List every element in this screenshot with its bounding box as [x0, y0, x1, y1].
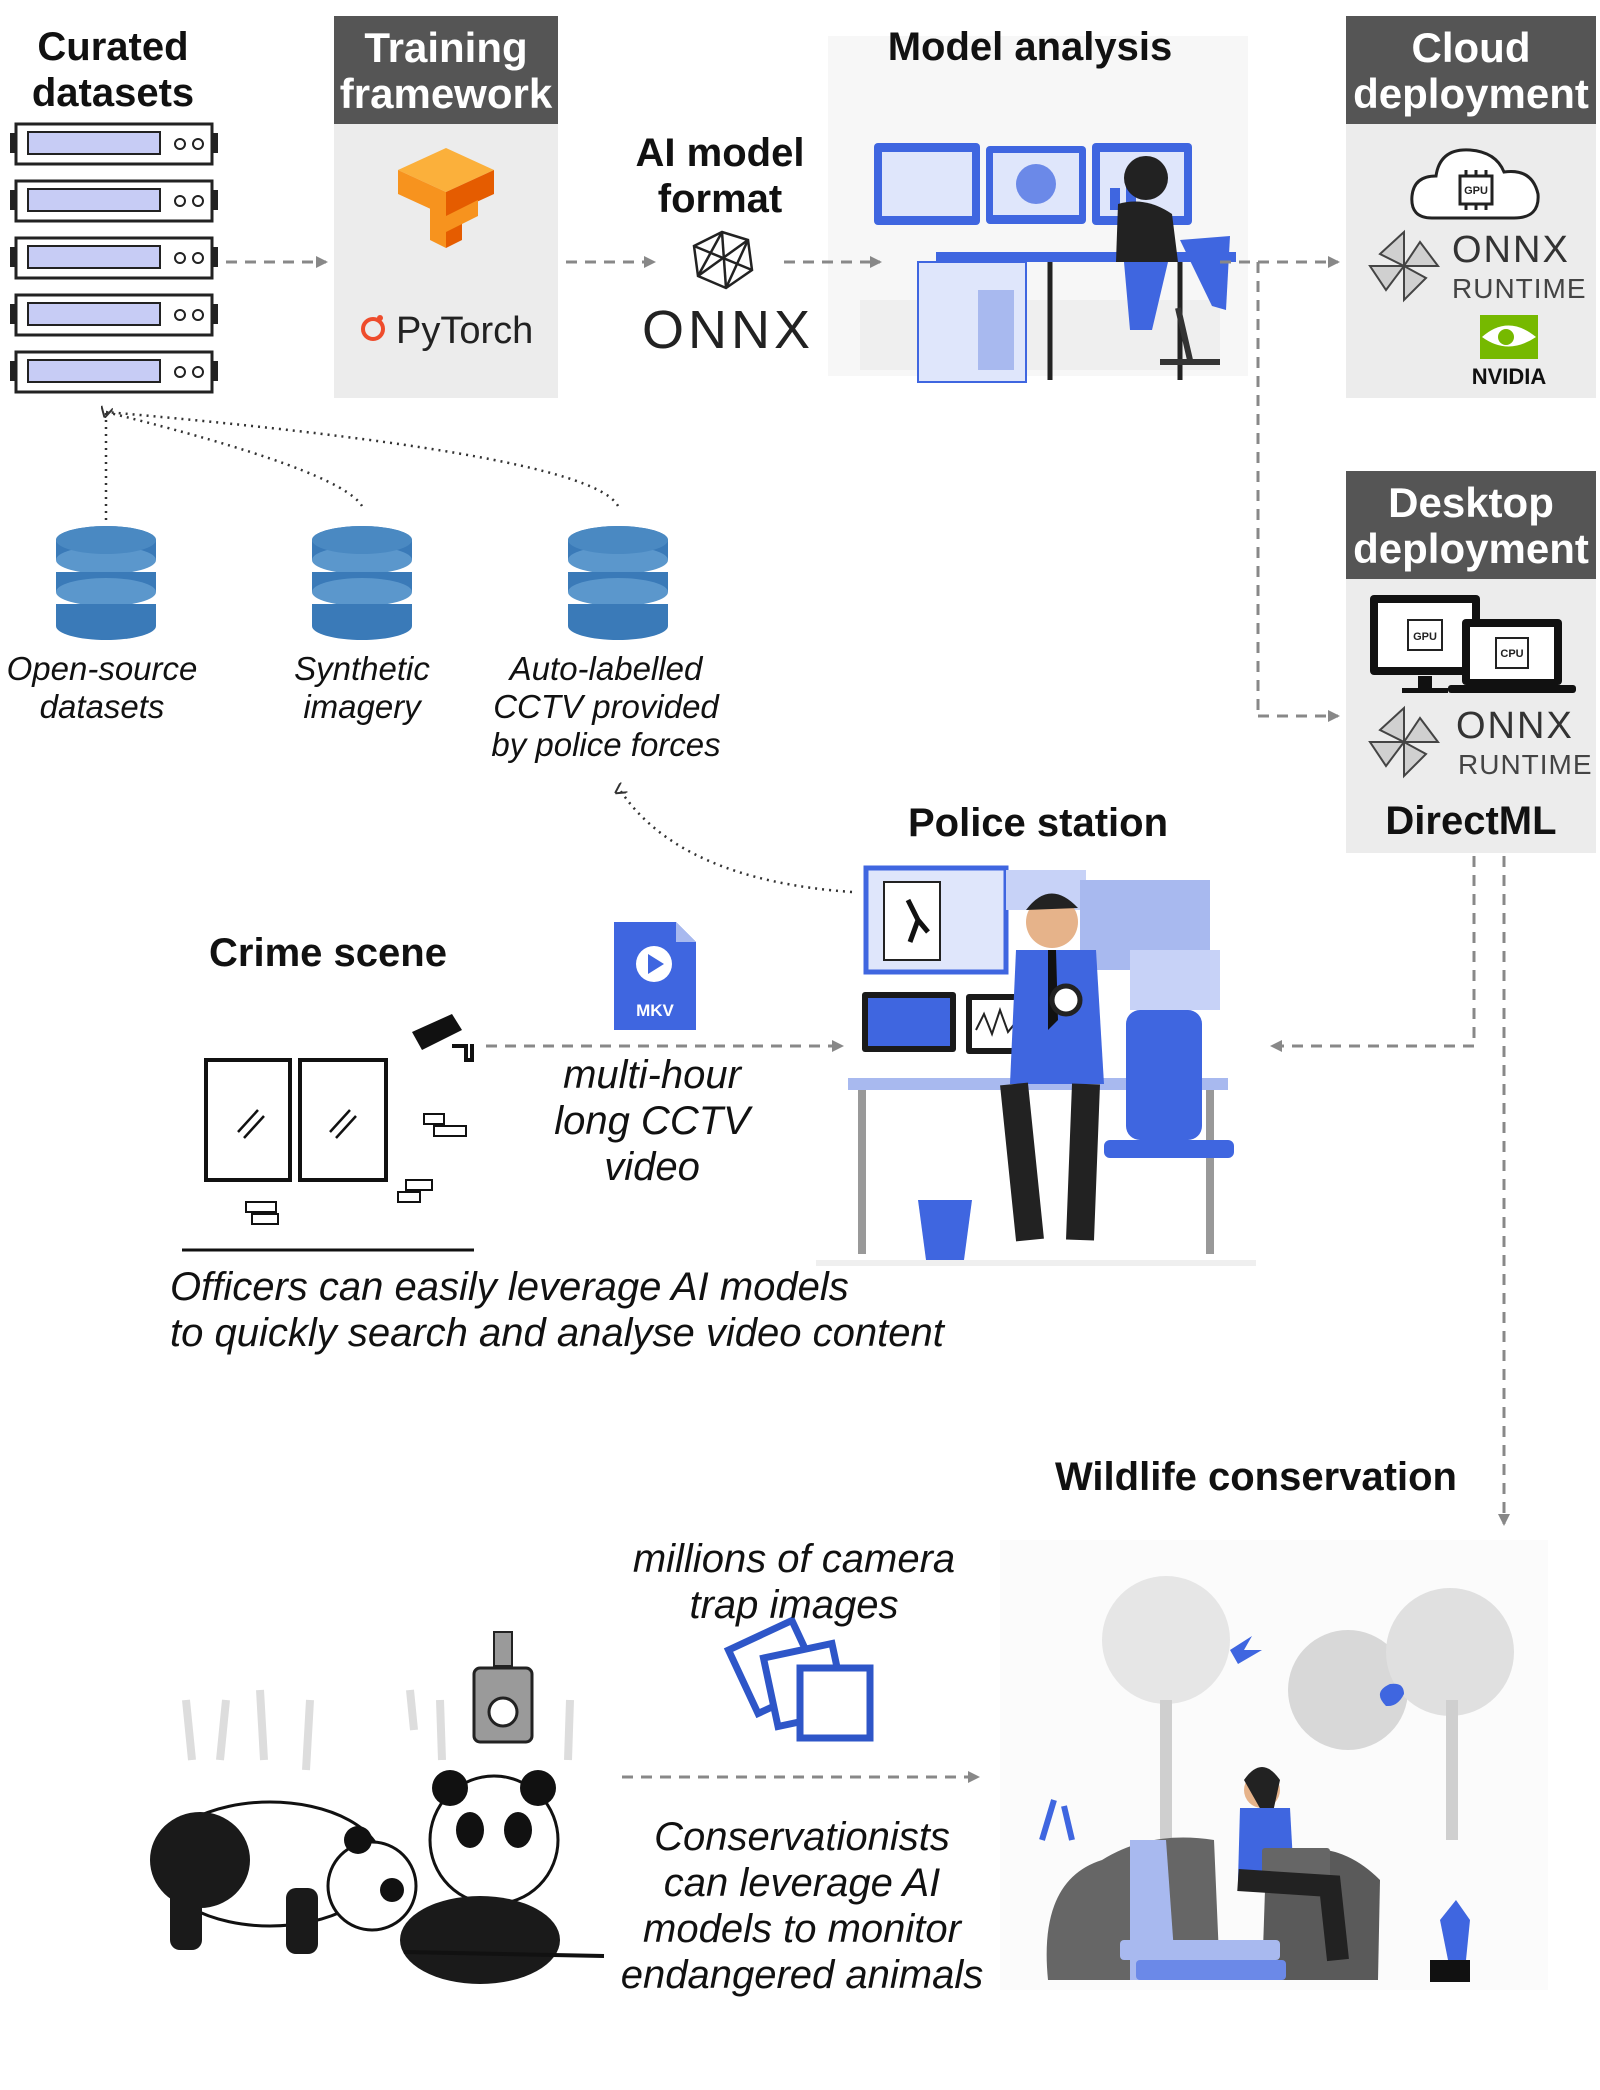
cloud-title-2: deployment — [1353, 70, 1589, 117]
source-synth-2: imagery — [303, 688, 423, 725]
desktop-onnx-label: ONNX — [1456, 705, 1574, 747]
video-label-3: video — [604, 1145, 700, 1189]
onnx-label: ONNX — [642, 300, 814, 360]
crime-scene-illustration — [182, 1058, 474, 1252]
panda-forest-illustration — [150, 1689, 605, 1984]
video-label-2: long CCTV — [554, 1099, 753, 1143]
cloud-gpu-icon — [1410, 148, 1540, 220]
cloud-gpu-label: GPU — [1464, 185, 1488, 197]
open-source-database-icon — [56, 526, 156, 640]
wildlife-note-1: Conservationists — [654, 1815, 950, 1859]
conservationist-illustration — [1000, 1540, 1548, 1990]
source-synth-1: Synthetic — [294, 650, 430, 687]
source-cctv-1: Auto-labelled — [508, 650, 704, 687]
wildlife-title: Wildlife conservation — [1055, 1455, 1457, 1499]
directml-label: DirectML — [1385, 799, 1556, 843]
source-cctv-3: by police forces — [491, 726, 720, 763]
analysis-title: Model analysis — [888, 25, 1173, 69]
desktop-title-1: Desktop — [1388, 479, 1554, 526]
curated-title-2: datasets — [32, 71, 194, 115]
police-title: Police station — [908, 801, 1168, 845]
cctv-database-icon — [568, 526, 668, 640]
desktop-cpu-label: CPU — [1500, 648, 1523, 660]
onnx-runtime-cloud-icon — [1368, 229, 1440, 303]
wildlife-note-4: endangered animals — [621, 1953, 983, 1997]
pytorch-label: PyTorch — [396, 310, 533, 352]
wildlife-note-2: can leverage AI — [664, 1861, 940, 1905]
nvidia-logo-icon — [1480, 315, 1538, 359]
training-title-2: framework — [340, 70, 553, 117]
desktop-monitor-icon — [1370, 595, 1480, 693]
nvidia-label: NVIDIA — [1472, 364, 1547, 389]
wildlife-note-3: models to monitor — [643, 1907, 963, 1951]
format-title-1: AI model — [636, 131, 805, 175]
cloud-onnx-label: ONNX — [1452, 229, 1570, 271]
pytorch-logo-icon — [361, 315, 385, 341]
onnx-runtime-desktop-icon — [1368, 705, 1440, 779]
dotted-source-links — [106, 410, 853, 894]
source-cctv-2: CCTV provided — [493, 688, 720, 725]
police-note-1: Officers can easily leverage AI models — [170, 1265, 849, 1309]
crime-title: Crime scene — [209, 931, 447, 975]
curated-title-1: Curated — [37, 25, 188, 69]
images-label-1: millions of camera — [633, 1537, 955, 1581]
cctv-camera-icon — [412, 1014, 474, 1062]
video-label-1: multi-hour — [563, 1053, 743, 1097]
model-analysis-illustration — [828, 36, 1248, 383]
format-title-2: format — [658, 177, 782, 221]
source-open-1: Open-source — [7, 650, 198, 687]
cloud-header — [1346, 16, 1596, 124]
laptop-cpu-icon — [1448, 619, 1576, 693]
flow-arrows — [226, 256, 1510, 1783]
police-note-2: to quickly search and analyse video cont… — [170, 1311, 946, 1355]
camera-trap-icon — [472, 1631, 534, 1744]
arrow-desktop-to-police — [1270, 856, 1476, 1052]
police-station-illustration — [816, 865, 1256, 1266]
desktop-title-2: deployment — [1353, 525, 1589, 572]
synthetic-database-icon — [312, 526, 412, 640]
cloud-title-1: Cloud — [1412, 24, 1531, 71]
training-header — [334, 16, 558, 124]
mkv-badge: MKV — [636, 1001, 674, 1020]
onnx-model-icon — [692, 230, 754, 290]
camera-trap-images-icon — [723, 1615, 874, 1742]
desktop-header — [1346, 471, 1596, 579]
server-rack-icon — [8, 122, 220, 394]
desktop-gpu-label: GPU — [1413, 631, 1437, 643]
training-title-1: Training — [364, 24, 527, 71]
source-open-2: datasets — [40, 688, 165, 725]
images-label-2: trap images — [690, 1583, 899, 1627]
desktop-runtime-label: RUNTIME — [1458, 749, 1593, 780]
mkv-file-icon — [614, 922, 696, 1030]
tensorflow-logo-icon — [398, 148, 494, 248]
cloud-runtime-label: RUNTIME — [1452, 273, 1587, 304]
